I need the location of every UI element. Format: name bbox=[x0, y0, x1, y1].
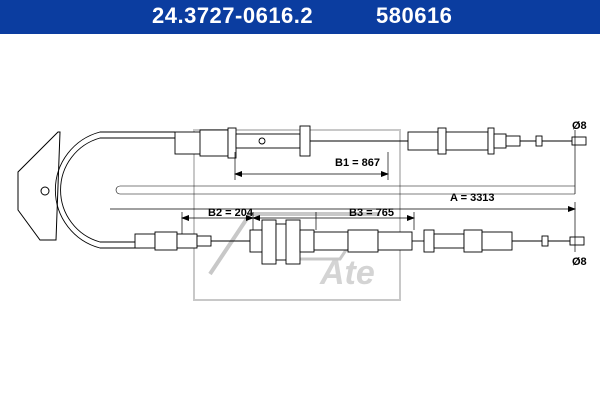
cable-conduit bbox=[54, 131, 175, 249]
cable-drawing: Ate bbox=[17, 120, 587, 301]
dimension-b3-label: B3 = 765 bbox=[349, 207, 394, 219]
dimension-b2-label: B2 = 204 bbox=[208, 207, 254, 219]
ate-watermark: Ate bbox=[193, 129, 401, 301]
dimension-a-line bbox=[115, 185, 575, 195]
upper-cable-assembly bbox=[174, 125, 587, 159]
dimension-b1-label: B1 = 867 bbox=[335, 157, 380, 169]
bracket-hole bbox=[40, 186, 50, 196]
title-bar: 24.3727-0616.2 580616 bbox=[0, 0, 600, 34]
lower-cable-assembly bbox=[134, 219, 585, 265]
part-number: 24.3727-0616.2 bbox=[152, 3, 314, 28]
dimension-lines bbox=[110, 130, 576, 252]
diameter-bottom-label: Ø8 bbox=[572, 256, 587, 268]
bracket-plate bbox=[17, 131, 61, 241]
reference-number: 580616 bbox=[376, 3, 453, 28]
dimension-a-label: A = 3313 bbox=[450, 192, 495, 204]
svg-text:Ate: Ate bbox=[319, 254, 375, 292]
diameter-top-label: Ø8 bbox=[572, 120, 587, 132]
